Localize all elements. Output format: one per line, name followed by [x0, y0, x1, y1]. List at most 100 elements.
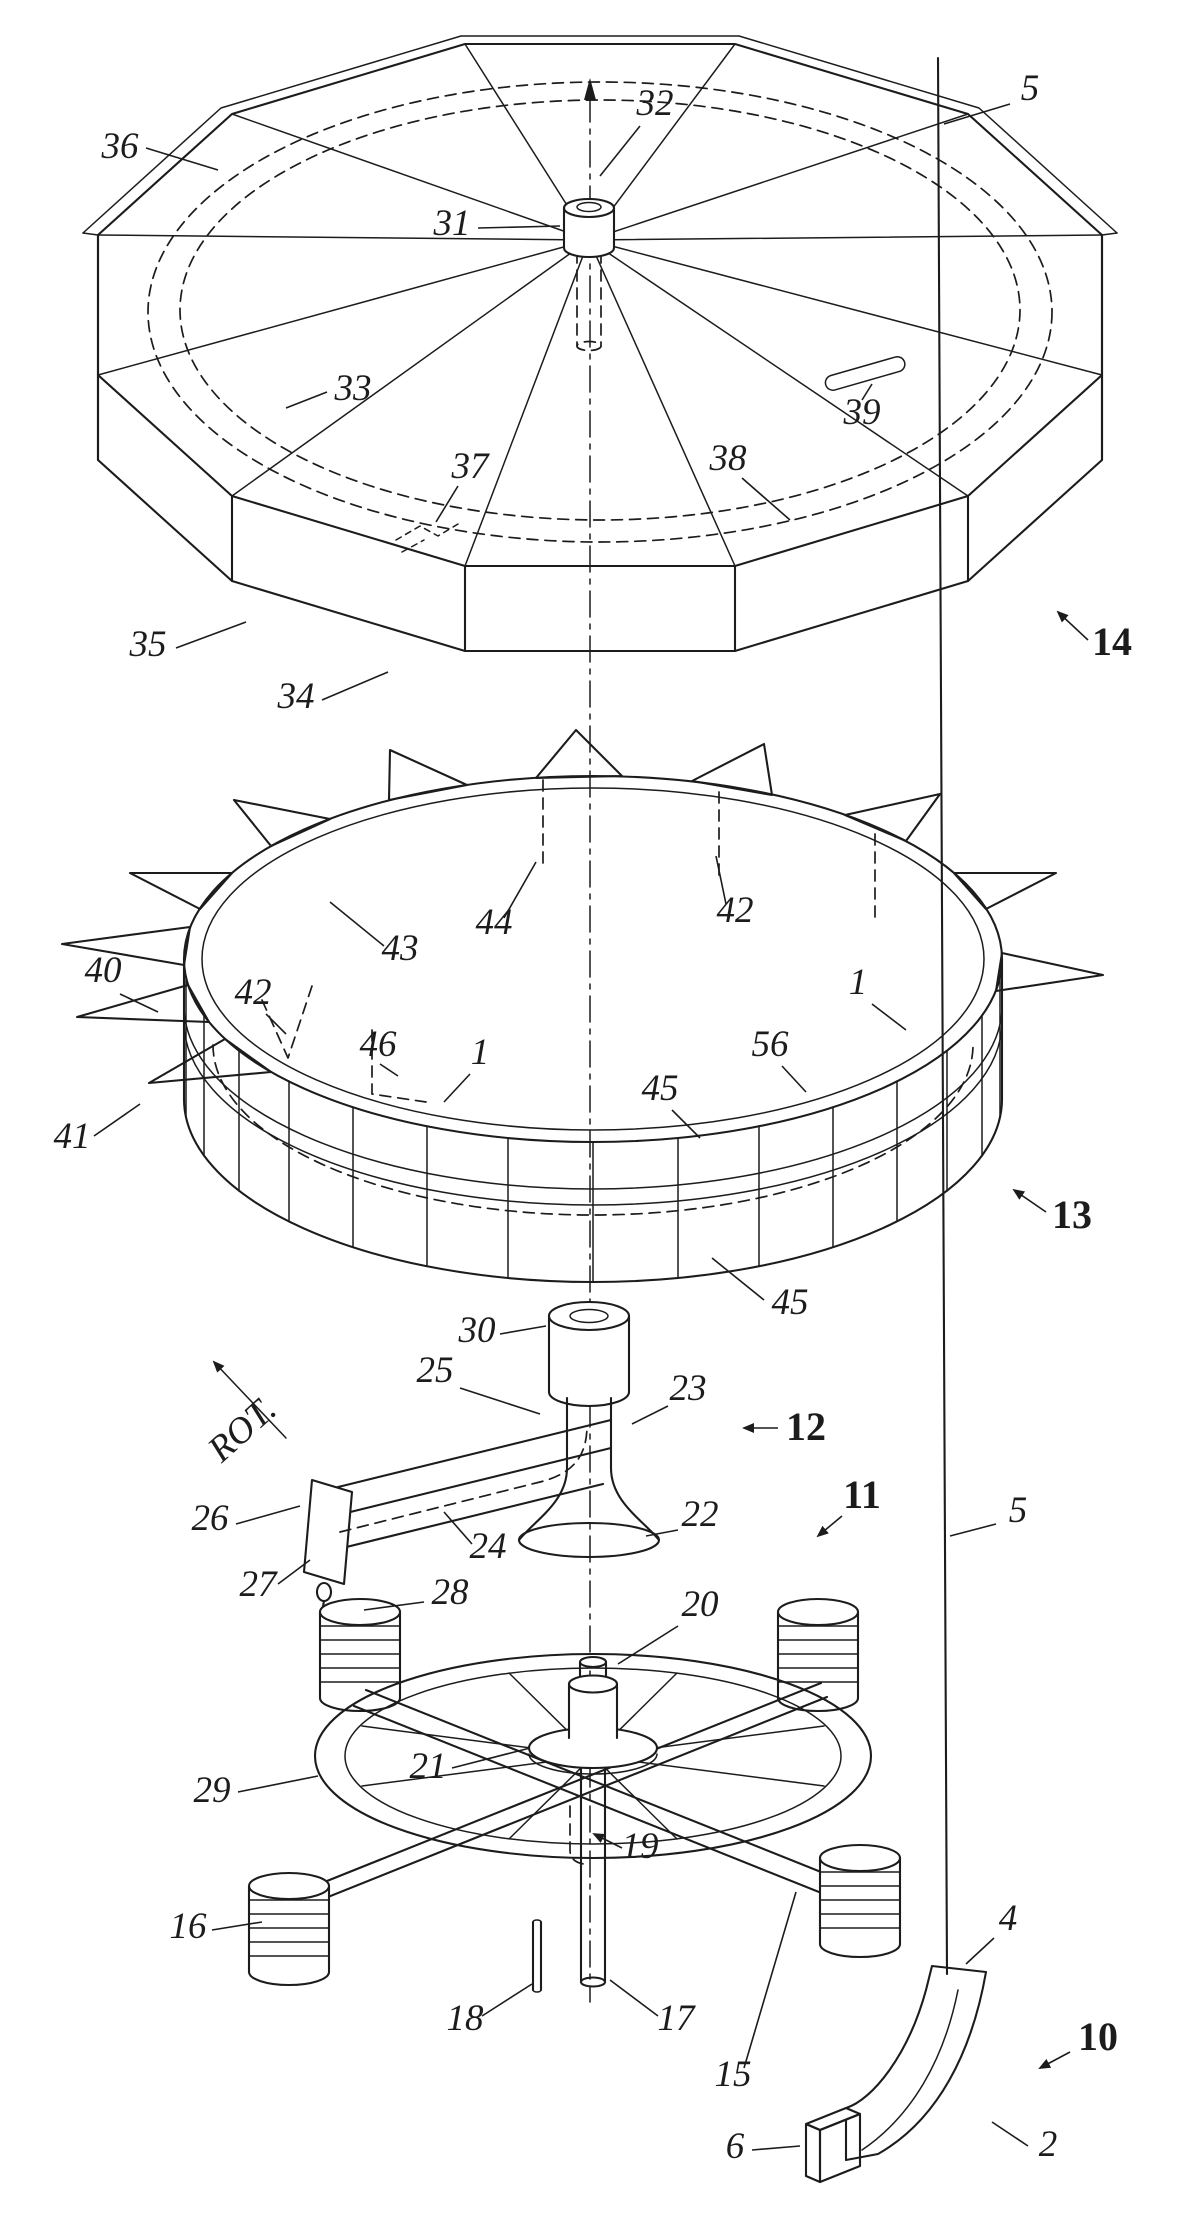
hidden-detail-37	[395, 523, 459, 553]
rotor-arm-assembly-12	[212, 1300, 661, 1645]
leader-30	[499, 1325, 547, 1335]
ref-label-1: 1	[471, 1032, 490, 1073]
roof-fascia-band	[96, 233, 1104, 653]
leader-2	[991, 2121, 1029, 2147]
leader-23	[631, 1405, 669, 1425]
ref-label-12: 12	[786, 1404, 826, 1449]
ref-label-28: 28	[432, 1572, 470, 1613]
roof-ribs	[97, 43, 1103, 567]
dashed-track-circle-outer	[147, 81, 1053, 543]
ring-spikes	[60, 728, 1105, 1085]
leader-37	[435, 485, 459, 523]
ref-label-42: 42	[235, 972, 272, 1013]
center-hub-31	[562, 197, 616, 259]
arm-end-plate-26	[302, 1478, 354, 1586]
ref-label-33: 33	[334, 368, 372, 409]
ref-label-45: 45	[642, 1068, 679, 1109]
leader-5	[949, 1523, 997, 1537]
leader-17	[609, 1979, 659, 2017]
leader-22	[645, 1529, 679, 1537]
base-frame-assembly-10	[247, 1597, 988, 2184]
ref-label-6: 6	[726, 2126, 745, 2167]
slot-39	[824, 355, 906, 391]
upper-cylinder-30	[547, 1300, 631, 1408]
ref-label-24: 24	[470, 1526, 507, 1567]
leader-1	[443, 1073, 471, 1103]
leader-42	[715, 855, 727, 905]
roof-back-fascia-edge	[82, 35, 1118, 234]
ref-label-5: 5	[1009, 1490, 1028, 1531]
ref-label-10: 10	[1078, 2014, 1118, 2059]
spiked-ring-assembly-13	[60, 728, 1105, 1284]
ref-label-56: 56	[752, 1024, 790, 1065]
hidden-interior-arc	[212, 1044, 974, 1216]
kingpin-20	[567, 1655, 619, 1747]
roller-16-back-left	[318, 1597, 402, 1713]
lift-arm	[302, 1418, 613, 1586]
ref-label-45: 45	[772, 1282, 809, 1323]
leader-11	[816, 1515, 843, 1538]
ref-label-4: 4	[999, 1898, 1018, 1939]
ref-label-19: 19	[622, 1826, 659, 1867]
leader-1	[871, 1003, 907, 1031]
leader-26	[235, 1505, 301, 1525]
ref-label-29: 29	[194, 1770, 231, 1811]
ref-label-15: 15	[715, 2054, 752, 2095]
ref-label-11: 11	[843, 1472, 881, 1517]
ref-label-46: 46	[360, 1024, 398, 1065]
ref-label-34: 34	[277, 676, 315, 717]
mast-line-5	[936, 56, 949, 1976]
leader-44	[503, 861, 537, 919]
ref-label-25: 25	[417, 1350, 454, 1391]
ref-label-35: 35	[129, 624, 167, 665]
ring-rim-inner	[201, 787, 985, 1131]
collar-21	[527, 1726, 659, 1775]
ref-label-27: 27	[240, 1564, 279, 1605]
base-ring-29-outer	[313, 1652, 873, 1860]
leader-27	[277, 1559, 311, 1585]
ref-label-43: 43	[382, 928, 419, 969]
ref-label-22: 22	[682, 1494, 719, 1535]
leader-32	[599, 125, 641, 177]
leader-21	[451, 1747, 531, 1769]
leader-16	[211, 1921, 263, 1931]
leader-45	[711, 1257, 765, 1301]
curved-track-2	[844, 1964, 988, 2162]
ref-label-32: 32	[636, 83, 674, 124]
leader-42	[265, 1013, 287, 1035]
leader-13	[1012, 1188, 1047, 1213]
leader-29	[237, 1775, 319, 1793]
ref-label-1: 1	[849, 962, 868, 1003]
ref-label-31: 31	[433, 203, 471, 244]
anchor-block-6	[804, 2106, 862, 2184]
leader-6	[751, 2145, 801, 2151]
ref-label-44: 44	[476, 902, 513, 943]
ref-label-40: 40	[85, 950, 123, 991]
leader-5	[943, 103, 1011, 125]
leader-10	[1038, 2051, 1071, 2069]
ref-label-16: 16	[170, 1906, 208, 1947]
leader-38	[741, 477, 791, 521]
ref-label-36: 36	[101, 126, 140, 167]
ref-label-5: 5	[1021, 68, 1040, 109]
ref-label-18: 18	[447, 1998, 485, 2039]
ref-label-41: 41	[54, 1116, 91, 1157]
leader-24	[443, 1511, 473, 1545]
ref-label-13: 13	[1052, 1192, 1092, 1237]
roller-16-front-left	[247, 1871, 331, 1987]
leader-40	[119, 993, 159, 1013]
ref-label-ROT.: ROT.	[199, 1389, 284, 1471]
leader-4	[965, 1937, 995, 1965]
rotation-arrow	[212, 1360, 287, 1439]
leader-41	[93, 1103, 141, 1137]
leader-20	[617, 1625, 679, 1665]
hub-hidden-shaft	[576, 251, 602, 347]
center-shaft-17	[569, 1766, 607, 1988]
roller-16-back-right	[776, 1597, 860, 1713]
leader-43	[329, 901, 385, 947]
ring-rim-outer	[182, 774, 1004, 1144]
roof-fascia-bottom-edge	[96, 318, 1104, 653]
